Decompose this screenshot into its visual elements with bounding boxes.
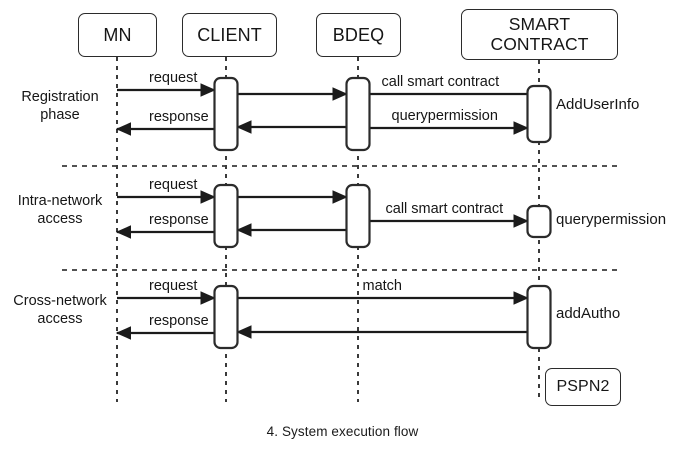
message-label-mn-to-client-request: request bbox=[147, 70, 200, 86]
pspn2-label: PSPN2 bbox=[556, 378, 610, 396]
message-label-client-to-smart-match: match bbox=[360, 278, 404, 294]
activation-client-activation-cross bbox=[213, 284, 239, 350]
activation-smart-activation-intra bbox=[526, 204, 552, 239]
participant-box-bdeq: BDEQ bbox=[316, 13, 401, 57]
activation-smart-activation-cross bbox=[526, 284, 552, 350]
activation-client-activation-intra bbox=[213, 183, 239, 249]
message-label-bdeq-to-smart-query: querypermission bbox=[389, 108, 500, 124]
pspn2-box: PSPN2 bbox=[545, 368, 621, 406]
message-label-mn-to-client-request-intra: request bbox=[147, 177, 200, 193]
message-arrows bbox=[115, 83, 529, 340]
participant-label-bdeq: BDEQ bbox=[332, 24, 385, 45]
message-label-client-to-mn-response-cross: response bbox=[147, 313, 211, 329]
message-label-bdeq-to-smart-call: call smart contract bbox=[379, 74, 502, 90]
message-label-mn-to-client-request-cross: request bbox=[147, 278, 200, 294]
figure-caption: 4. System execution flow bbox=[266, 424, 419, 439]
message-label-client-to-mn-response-intra: response bbox=[147, 212, 211, 228]
add-autho-label: addAutho bbox=[556, 305, 621, 322]
phase-separator-lines bbox=[62, 165, 620, 271]
activation-bars bbox=[213, 76, 552, 350]
message-label-bdeq-to-smart-call-intra: call smart contract bbox=[383, 201, 506, 217]
activation-client-activation-registration bbox=[213, 76, 239, 152]
activation-bdeq-activation-intra bbox=[345, 183, 371, 249]
activation-bdeq-activation-registration bbox=[345, 76, 371, 152]
participant-label-mn: MN bbox=[103, 24, 132, 45]
participant-box-mn: MN bbox=[78, 13, 157, 57]
querypermission-label: querypermission bbox=[556, 211, 667, 228]
participant-box-client: CLIENT bbox=[182, 13, 277, 57]
add-user-info-label: AddUserInfo bbox=[556, 96, 640, 113]
activation-smart-activation-registration bbox=[526, 84, 552, 144]
message-label-client-to-mn-response: response bbox=[147, 109, 211, 125]
participant-label-client: CLIENT bbox=[197, 24, 262, 45]
